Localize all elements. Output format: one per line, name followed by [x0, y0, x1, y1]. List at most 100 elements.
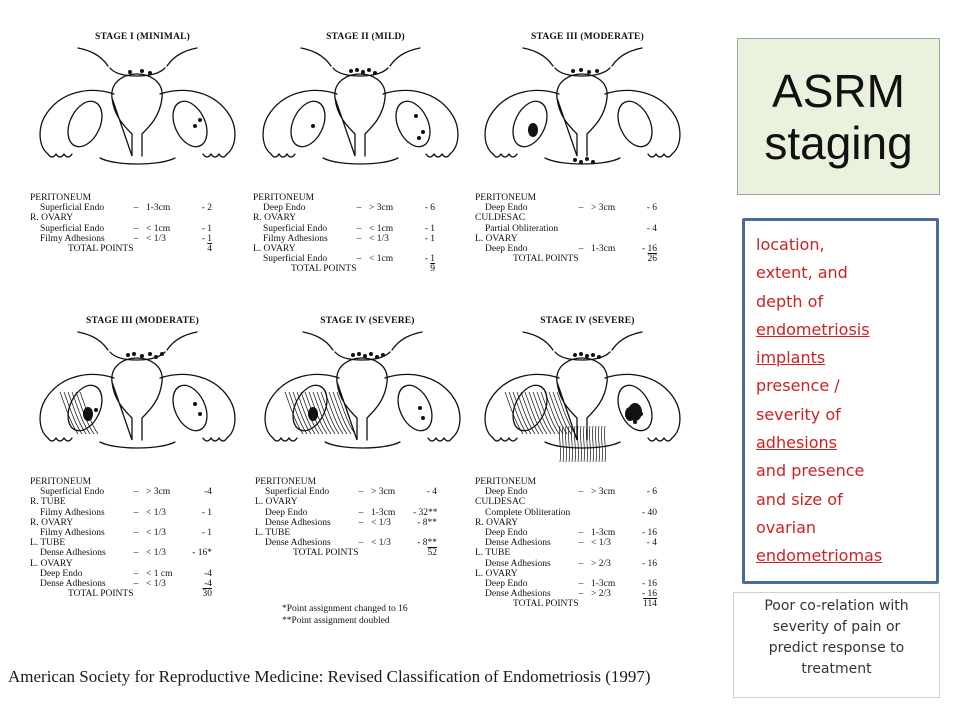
separator: –	[578, 203, 584, 214]
score-row: Dense Adhesions–> 2/3- 16	[475, 589, 700, 599]
culdesac-adhesion	[592, 425, 594, 463]
adhesion-strand	[79, 391, 99, 435]
uterus-body	[111, 357, 163, 441]
implant-dot	[375, 355, 379, 359]
implant-dot	[597, 355, 601, 359]
adhesion-strand	[536, 391, 556, 435]
right-tube	[604, 373, 681, 439]
adhesion-strand	[75, 391, 95, 435]
points-value: - 16	[641, 244, 657, 255]
site-label: R. OVARY	[253, 213, 297, 224]
size-value: < 1cm	[146, 223, 171, 234]
left-fimbriae	[47, 436, 73, 442]
implant-dot	[587, 70, 591, 74]
finding-label: Dense Adhesions	[485, 538, 551, 549]
site-label: PERITONEUM	[30, 193, 92, 203]
finding-label: Dense Adhesions	[40, 548, 106, 559]
criteria-line: extent, and	[756, 263, 848, 283]
left-ovary	[67, 100, 103, 148]
score-row: R. OVARY	[30, 518, 255, 528]
ligament-line	[166, 47, 198, 67]
finding-label: Filmy Adhesions	[40, 528, 105, 539]
finding-label: Deep Endo	[40, 568, 83, 579]
finding-label: Dense Adhesions	[265, 538, 331, 549]
total-label: TOTAL POINTS	[291, 264, 357, 275]
ligament-line	[77, 47, 109, 67]
implant-dot	[418, 406, 422, 410]
bladder-line	[554, 351, 611, 361]
total-points: 52	[427, 548, 438, 559]
finding-label: Filmy Adhesions	[263, 233, 328, 244]
criteria-line: and presence	[756, 461, 865, 481]
finding-label: Deep Endo	[265, 507, 308, 518]
implant-dot	[421, 130, 425, 134]
criteria-line: and size of	[756, 489, 843, 509]
implant-dot	[573, 353, 577, 357]
ligament-line	[611, 331, 643, 351]
points-value: - 16	[641, 558, 657, 569]
adhesion-strand	[59, 391, 79, 435]
separator: –	[358, 507, 364, 518]
finding-label: Filmy Adhesions	[40, 233, 105, 244]
ligament-line	[391, 331, 423, 351]
size-value: > 3cm	[591, 203, 616, 214]
ligament-line	[302, 331, 334, 351]
size-value: < 1/3	[146, 528, 166, 539]
points-value: -4	[204, 579, 212, 590]
size-value: < 1/3	[146, 548, 166, 559]
total-label: TOTAL POINTS	[513, 254, 579, 265]
ligament-line	[300, 47, 332, 67]
site-label: R. OVARY	[30, 213, 74, 224]
separator: –	[578, 487, 584, 498]
right-tube	[604, 89, 681, 155]
points-value: - 40	[641, 507, 657, 518]
score-row: PERITONEUM	[253, 193, 478, 203]
separator: –	[133, 507, 139, 518]
figure-caption: American Society for Reproductive Medici…	[8, 667, 651, 686]
adhesion-strand	[312, 391, 332, 435]
finding-label: Superficial Endo	[265, 487, 330, 498]
uterus-body	[556, 73, 608, 157]
endometrioma	[628, 403, 642, 421]
culdesac-adhesion	[583, 425, 585, 463]
slide-title: ASRM staging	[764, 65, 912, 169]
size-value: < 1/3	[371, 538, 391, 549]
finding-label: Complete Obliteration	[485, 507, 571, 518]
implant-dot	[361, 70, 365, 74]
right-ovary	[395, 100, 431, 148]
left-tube	[39, 373, 115, 439]
right-tube	[382, 89, 459, 155]
ligament-line	[77, 331, 109, 351]
size-value: < 1cm	[369, 223, 394, 234]
finding-label: Superficial Endo	[40, 203, 105, 214]
culdesac-adhesion	[580, 425, 582, 463]
implant-dot	[311, 124, 315, 128]
right-fimbriae	[647, 436, 673, 442]
implant-dot	[126, 353, 130, 357]
separator: –	[578, 589, 584, 600]
adhesion-strand	[296, 391, 316, 435]
ligament-line	[522, 331, 554, 351]
score-row: PERITONEUM	[30, 477, 255, 487]
adhesion-strand	[284, 391, 304, 435]
uterus-body	[556, 357, 608, 441]
adhesion-strand	[520, 391, 540, 435]
size-value: < 1/3	[591, 538, 611, 549]
right-fimbriae	[425, 152, 451, 158]
score-row: L. TUBE	[255, 528, 480, 538]
finding-label: Superficial Endo	[40, 487, 105, 498]
adhesion-strand	[556, 391, 576, 435]
implant-dot	[579, 68, 583, 72]
bladder-line	[554, 67, 611, 77]
adhesion-strand	[332, 391, 352, 435]
score-row: Superficial Endo–1-3cm- 2	[30, 203, 255, 213]
size-value: < 1/3	[146, 579, 166, 590]
site-label: L. OVARY	[475, 568, 518, 579]
